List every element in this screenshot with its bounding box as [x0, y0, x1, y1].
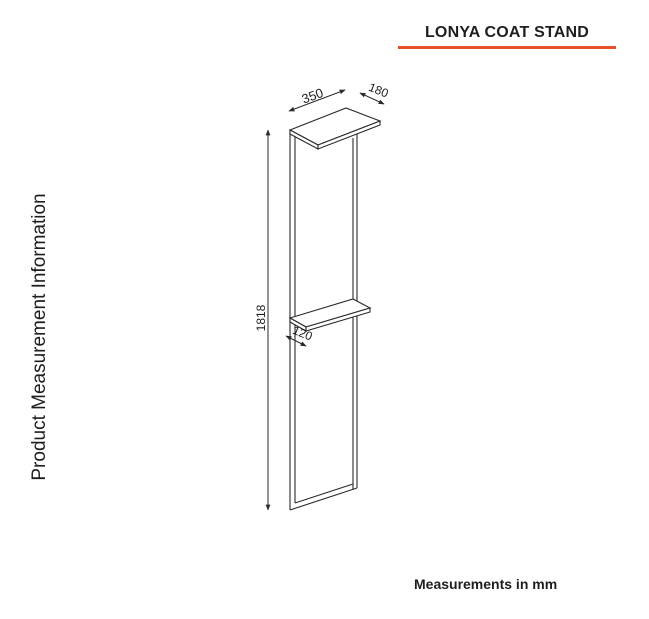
product-title: LONYA COAT STAND — [424, 24, 590, 41]
depth-dimension-line — [359, 92, 385, 105]
title-underline — [398, 46, 616, 49]
top-shelf — [288, 107, 382, 150]
frame-bottom-bar — [289, 483, 358, 511]
shelf-depth-dimension-line — [285, 335, 307, 347]
middle-shelf — [288, 298, 372, 332]
width-dimension-line — [288, 89, 346, 112]
measurement-note: Measurements in mm — [414, 576, 558, 592]
width-label: 350 — [300, 85, 326, 107]
height-label: 1818 — [254, 304, 268, 331]
